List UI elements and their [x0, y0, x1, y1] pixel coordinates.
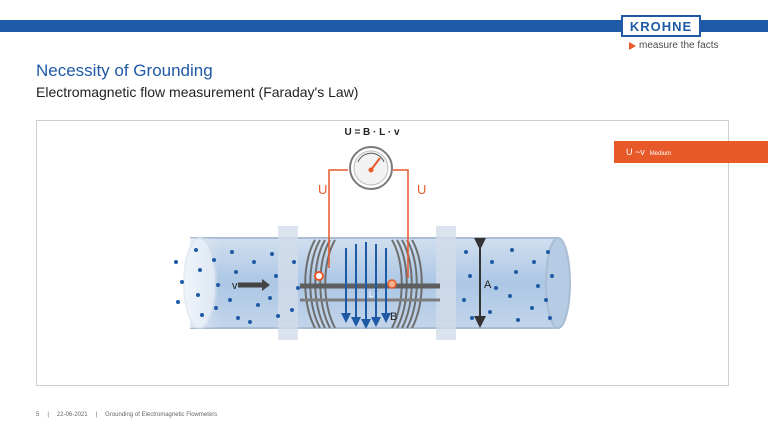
- length-label: L: [369, 290, 374, 299]
- proportionality-badge: U ~v Medium: [614, 141, 768, 163]
- voltmeter-gauge: [349, 146, 393, 190]
- tagline-text: measure the facts: [639, 40, 719, 51]
- formula-label: U = B · L · v: [344, 127, 400, 138]
- slide-footer: 5 | 22-06-2021 | Grounding of Electromag…: [36, 412, 217, 418]
- voltage-right-label: U: [417, 182, 426, 197]
- magnet-coils: [300, 239, 440, 329]
- footer-separator: |: [47, 412, 49, 418]
- electrode-right: [387, 279, 397, 289]
- tagline-arrow-icon: [629, 41, 636, 50]
- velocity-arrow-head: [262, 279, 270, 291]
- pipe: [160, 226, 571, 340]
- logo-text: KROHNE: [629, 18, 693, 34]
- signal-wires: [328, 169, 409, 278]
- slide-subtitle: Electromagnetic flow measurement (Farada…: [36, 84, 359, 100]
- voltage-left-label: U: [318, 182, 327, 197]
- tagline: measure the facts: [629, 40, 718, 51]
- electrode-left: [314, 271, 324, 281]
- magnetic-field-lines: [341, 242, 391, 329]
- area-label: A: [484, 279, 492, 291]
- velocity-label: v: [232, 280, 238, 292]
- slide-title: Necessity of Grounding: [36, 61, 213, 80]
- badge-subscript: Medium: [649, 151, 672, 157]
- field-label: B: [390, 311, 397, 323]
- footer-date: 22-06-2021: [56, 412, 88, 418]
- medium-particles: [174, 248, 554, 324]
- krohne-logo: KROHNE: [621, 15, 701, 37]
- top-brand-bar: [0, 20, 768, 32]
- footer-separator: |: [95, 412, 98, 418]
- diagram-frame: [36, 120, 729, 386]
- badge-main-text: U ~v: [626, 147, 645, 157]
- footer-document-title: Grounding of Electromagnetic Flowmeters: [105, 412, 218, 418]
- footer-page-number: 5: [36, 412, 40, 418]
